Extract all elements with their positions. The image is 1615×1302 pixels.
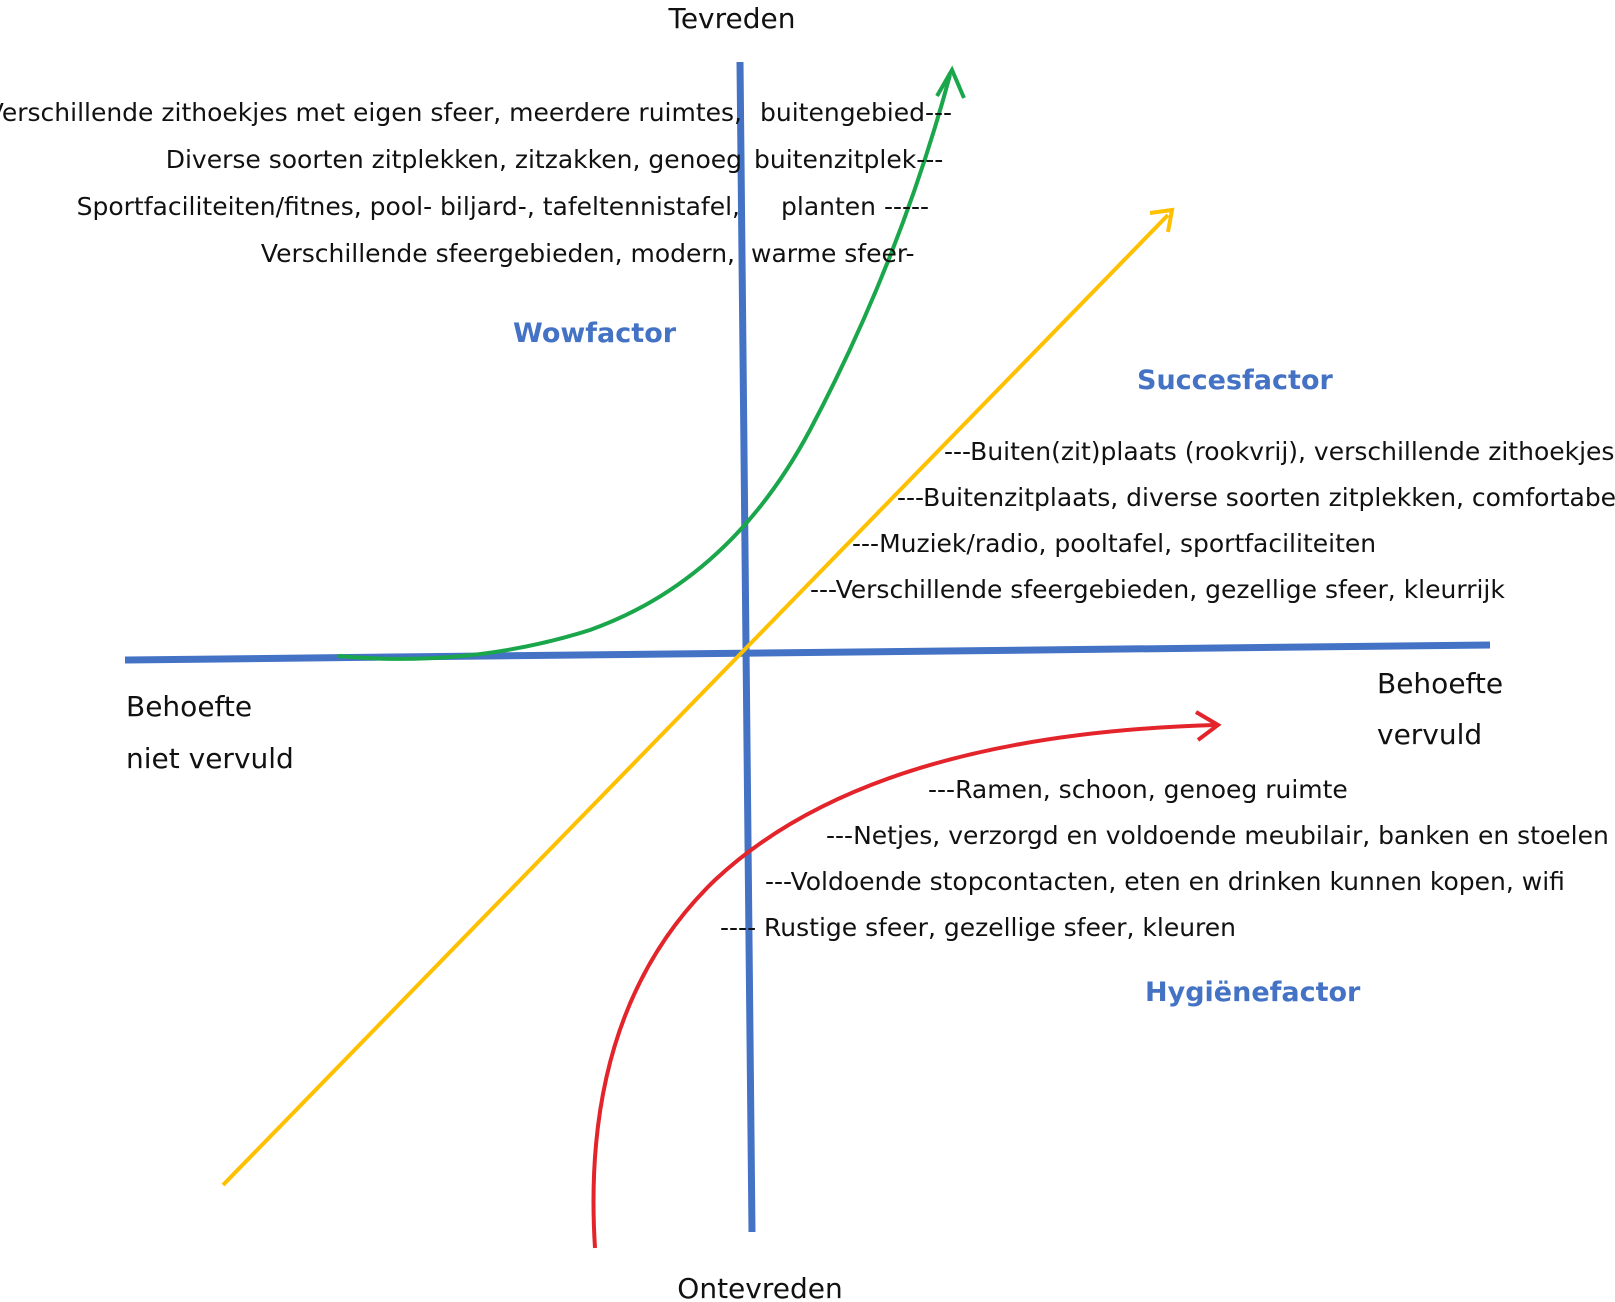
wow-item-3-left: Sportfaciliteiten/fitnes, pool- biljard-… — [77, 192, 740, 221]
succes-item-3: ---Muziek/radio, pooltafel, sportfacilit… — [852, 529, 1376, 558]
hygiene-arrowhead — [1194, 710, 1222, 742]
axis-right-label-line1: Behoefte — [1377, 667, 1503, 700]
hygiene-item-2: ---Netjes, verzorgd en voldoende meubila… — [826, 821, 1609, 850]
succes-line — [221, 213, 1170, 1187]
succes-item-2: ---Buitenzitplaats, diverse soorten zitp… — [897, 483, 1615, 512]
wow-item-3-right: planten ----- — [781, 192, 929, 221]
hygienefactor-label: Hygiënefactor — [1145, 977, 1361, 1008]
axis-bottom-label: Ontevreden — [677, 1272, 842, 1302]
hygiene-item-4: ---- Rustige sfeer, gezellige sfeer, kle… — [720, 913, 1236, 942]
horizontal-axis — [124, 641, 1491, 664]
hygiene-item-3: ---Voldoende stopcontacten, eten en drin… — [765, 867, 1565, 896]
succesfactor-label: Succesfactor — [1137, 365, 1333, 396]
wow-item-4-left: Verschillende sfeergebieden, modern, — [261, 239, 735, 268]
axis-left-label-line2: niet vervuld — [126, 742, 294, 775]
succes-item-4: ---Verschillende sfeergebieden, gezellig… — [810, 575, 1505, 604]
axis-right-label-line2: vervuld — [1377, 718, 1482, 751]
wow-item-4-right: warme sfeer- — [751, 239, 915, 268]
wow-curve — [337, 74, 952, 661]
wowfactor-label: Wowfactor — [513, 318, 677, 349]
wow-item-2-right: buitenzitplek--- — [754, 145, 943, 174]
hygiene-item-1: ---Ramen, schoon, genoeg ruimte — [928, 775, 1348, 804]
wow-item-1-left: Verschillende zithoekjes met eigen sfeer… — [0, 98, 742, 127]
succes-arrowhead — [1149, 207, 1175, 233]
axis-left-label-line1: Behoefte — [126, 690, 252, 723]
axis-top-label: Tevreden — [667, 2, 795, 35]
wow-item-1-right: buitengebied--- — [760, 98, 952, 127]
succes-item-1: ---Buiten(zit)plaats (rookvrij), verschi… — [944, 437, 1614, 466]
wow-arrowhead — [935, 65, 966, 99]
wow-item-2-left: Diverse soorten zitplekken, zitzakken, g… — [166, 145, 742, 174]
hygiene-curve — [591, 723, 1216, 1249]
